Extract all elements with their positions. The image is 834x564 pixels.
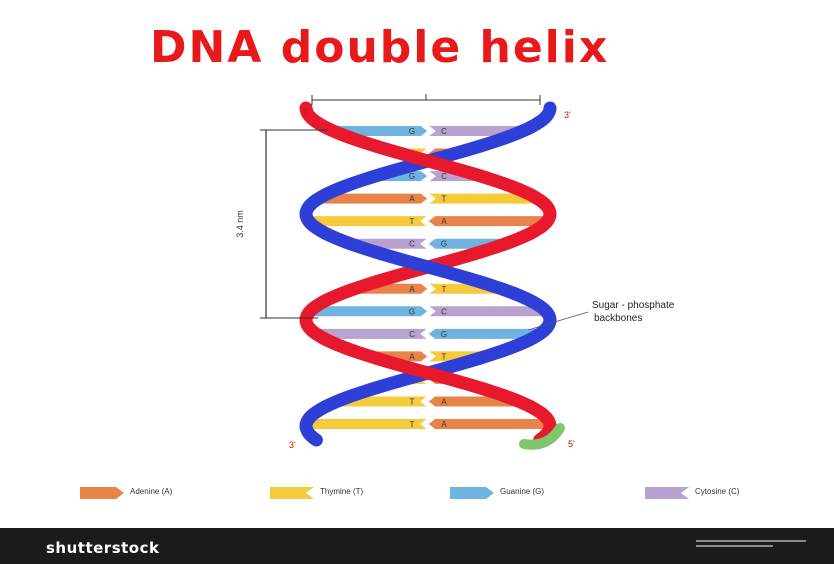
base-letter-right-12: A	[441, 397, 447, 406]
end-label-bottom-left: 3'	[289, 440, 296, 450]
base-letter-left-7: A	[409, 285, 415, 294]
base-letter-right-10: T	[442, 352, 447, 361]
width-dimension	[312, 94, 540, 105]
base-letter-left-4: T	[410, 217, 415, 226]
base-letter-left-12: T	[410, 397, 415, 406]
legend-swatch	[450, 487, 494, 499]
end-label-top-left: 5'	[303, 108, 310, 118]
base-letter-left-8: G	[409, 307, 415, 316]
footer-bar: shutterstock	[0, 528, 834, 564]
base-letter-right-0: C	[441, 127, 447, 136]
base-letter-right-4: A	[441, 217, 447, 226]
base-letter-right-5: G	[441, 240, 447, 249]
end-label-bottom-right: 5'	[568, 439, 575, 449]
base-letter-right-13: A	[441, 420, 447, 429]
legend-label: Cytosine (C)	[695, 487, 739, 496]
backbone-label: Sugar - phosphate backbones	[592, 300, 677, 324]
base-letter-left-2: G	[409, 172, 415, 181]
legend-swatch	[80, 487, 124, 499]
end-label-top-right: 3'	[564, 110, 571, 120]
legend-swatch	[645, 487, 689, 499]
base-letter-right-7: T	[442, 285, 447, 294]
base-letter-left-5: C	[409, 240, 415, 249]
base-letter-right-3: T	[442, 195, 447, 204]
base-letter-right-2: C	[441, 172, 447, 181]
base-letter-left-3: A	[409, 195, 415, 204]
legend-label: Adenine (A)	[130, 487, 172, 496]
base-legend: Adenine (A) Thymine (T) Guanine (G) Cytosin…	[80, 486, 800, 500]
footer-meta	[696, 540, 806, 552]
base-letter-left-9: C	[409, 330, 415, 339]
legend-label: Guanine (G)	[500, 487, 544, 496]
base-letter-left-0: G	[409, 127, 415, 136]
base-letter-right-8: C	[441, 307, 447, 316]
legend-swatch	[270, 487, 314, 499]
brand-logo: shutterstock	[46, 539, 159, 557]
base-letter-right-9: G	[441, 330, 447, 339]
turn-length-label: 3.4 nm	[235, 210, 245, 238]
legend-label: Thymine (T)	[320, 487, 363, 496]
base-letter-left-10: A	[409, 352, 415, 361]
base-letter-left-13: T	[410, 420, 415, 429]
